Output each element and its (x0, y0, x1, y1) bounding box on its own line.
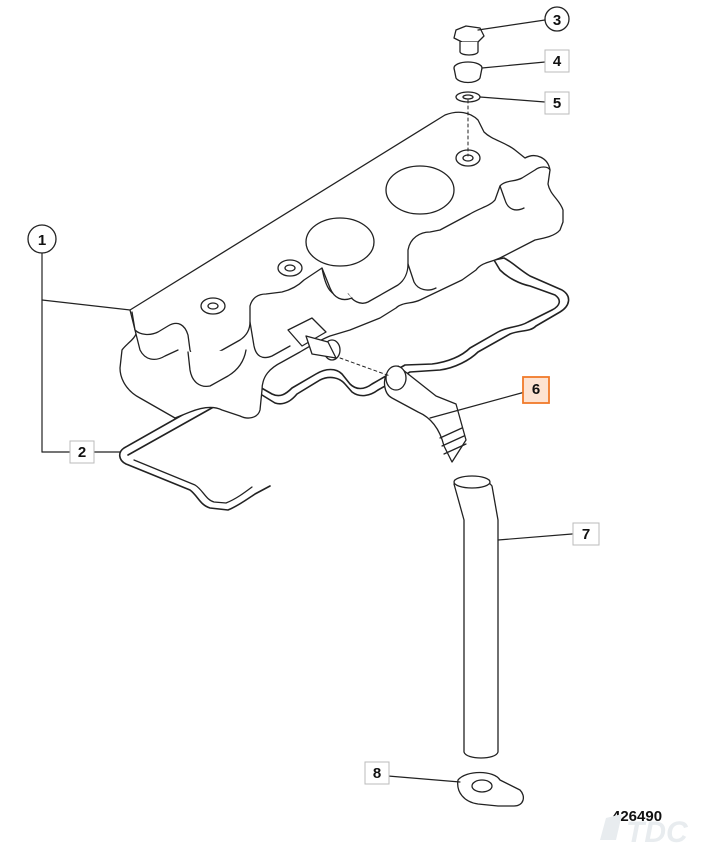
callout-7-label: 7 (582, 526, 590, 543)
breather-elbow (383, 365, 467, 463)
callout-1-label: 1 (38, 232, 46, 249)
breather-hose (453, 475, 499, 759)
callout-8[interactable]: 8 (364, 761, 390, 785)
bolt (453, 25, 485, 56)
callout-3-label: 3 (553, 12, 561, 29)
callout-6[interactable]: 6 (522, 376, 550, 404)
hose-clip (457, 771, 525, 807)
callout-4-label: 4 (553, 53, 562, 70)
tdc-logo-icon: TDC (600, 814, 689, 849)
callout-6-label: 6 (532, 381, 540, 398)
callout-2[interactable]: 2 (69, 440, 95, 464)
callout-7[interactable]: 7 (572, 522, 600, 546)
breather-outlet (287, 317, 341, 361)
valve-cover (119, 111, 564, 419)
callout-5-label: 5 (553, 95, 561, 112)
callout-5[interactable]: 5 (544, 91, 570, 115)
callout-4[interactable]: 4 (544, 49, 570, 73)
grommet (453, 61, 483, 84)
watermark-text: TDC (626, 816, 689, 849)
callout-3[interactable]: 3 (544, 6, 570, 32)
callout-6-highlight (522, 376, 550, 404)
callout-1[interactable]: 1 (27, 224, 57, 254)
figure-number: 426490 (612, 808, 662, 825)
callout-2-label: 2 (78, 444, 86, 461)
callout-8-label: 8 (373, 765, 381, 782)
alignment-lines (339, 99, 469, 377)
leader-lines (41, 19, 573, 783)
